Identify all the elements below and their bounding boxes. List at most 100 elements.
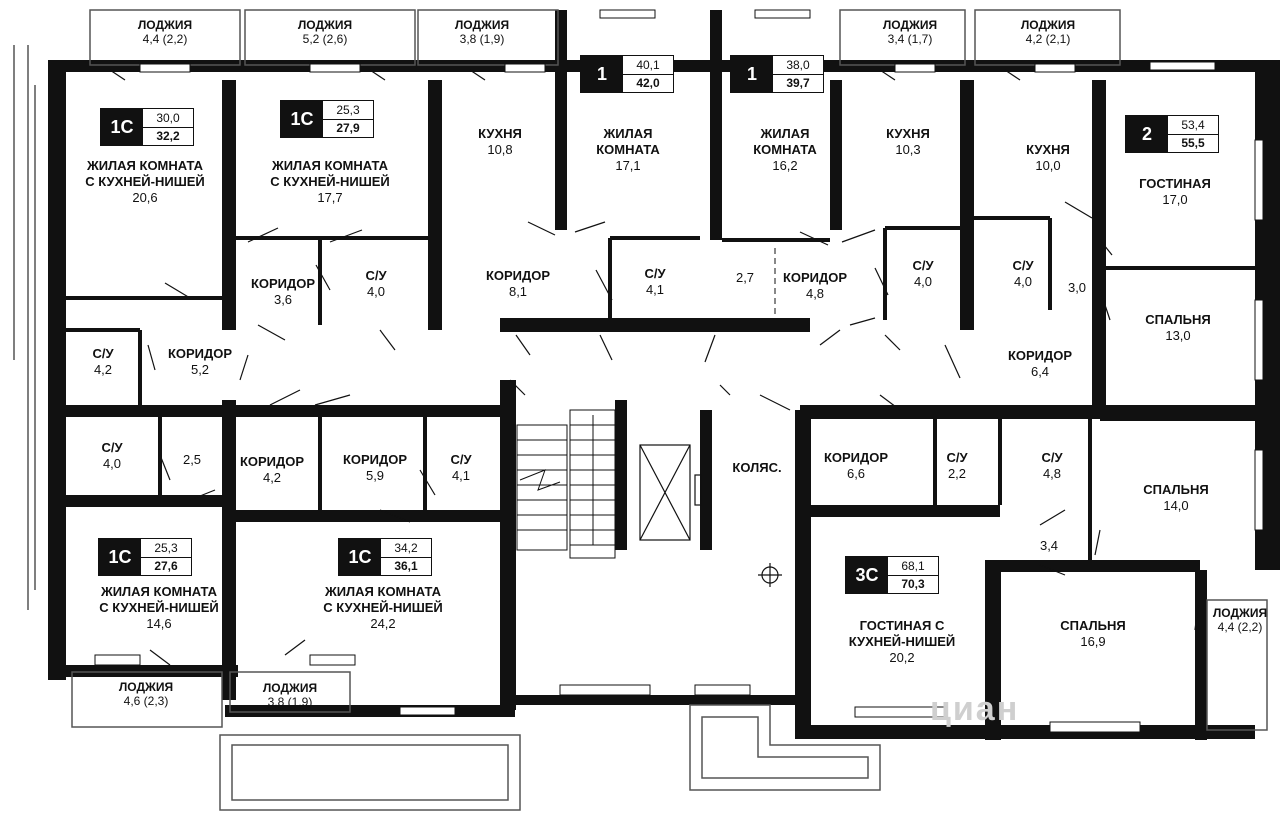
room-area: 17,0 — [1162, 192, 1188, 207]
room-name: ЛОДЖИЯ — [262, 681, 318, 695]
room-area: 20,6 — [132, 190, 158, 205]
apartment-total: 70,3 — [888, 574, 938, 594]
room-name: СПАЛЬНЯ — [1143, 482, 1209, 497]
room-name: КОРИДОР — [342, 452, 408, 467]
room-area: 10,3 — [895, 142, 921, 157]
room-label: 2,5 — [183, 452, 201, 468]
room-name: ЛОДЖИЯ — [1212, 606, 1268, 620]
room-name: С/У — [365, 268, 387, 283]
apartment-area: 38,0 — [786, 57, 810, 72]
apartment-total: 27,6 — [141, 556, 191, 576]
apartment-area: 30,0 — [156, 110, 180, 125]
room-area: 2,2 — [947, 466, 967, 481]
room-area: 17,7 — [317, 190, 343, 205]
apartment-code: 2 — [1126, 116, 1168, 152]
room-name: С/У — [92, 346, 114, 361]
windows — [94, 9, 1264, 733]
room-name: ГОСТИНАЯ С КУХНЕЙ-НИШЕЙ — [848, 618, 956, 649]
staircase — [516, 409, 616, 559]
room-name: ЛОДЖИЯ — [137, 18, 193, 32]
room-area: 4,1 — [451, 468, 471, 483]
room-name: С/У — [946, 450, 968, 465]
room-area: 16,2 — [772, 158, 798, 173]
room-area: 20,2 — [889, 650, 915, 665]
room-name: КУХНЯ — [478, 126, 522, 141]
room-name: КОЛЯС. — [732, 460, 782, 475]
room-name: ЛОДЖИЯ — [297, 18, 353, 32]
room-area: 2,7 — [735, 270, 755, 285]
room-area: 4,8 — [1042, 466, 1062, 481]
apartment-area: 53,4 — [1181, 117, 1205, 132]
apartment-code: 1С — [339, 539, 381, 575]
room-area: 5,2 (2,6) — [302, 32, 348, 46]
meter-icon — [758, 563, 782, 587]
room-label: КОЛЯС. — [732, 460, 781, 476]
room-name: С/У — [101, 440, 123, 455]
elevator — [639, 444, 702, 541]
room-area: 3,6 — [273, 292, 293, 307]
room-area: 4,2 — [93, 362, 113, 377]
room-area: 4,4 (2,2) — [142, 32, 188, 46]
apartment-code: 1С — [281, 101, 323, 137]
apartment-total: 32,2 — [143, 126, 193, 146]
loggia-outlines — [13, 9, 1268, 811]
room-name: ЛОДЖИЯ — [1020, 18, 1076, 32]
room-area: 13,0 — [1165, 328, 1191, 343]
room-name: КОРИДОР — [167, 346, 233, 361]
room-area: 3,8 (1,9) — [459, 32, 505, 46]
room-area: 14,6 — [146, 616, 172, 631]
room-area: 4,0 — [102, 456, 122, 471]
room-name: КОРИДОР — [1007, 348, 1073, 363]
room-name: С/У — [1012, 258, 1034, 273]
room-name: С/У — [644, 266, 666, 281]
room-area: 3,4 — [1039, 538, 1059, 553]
apartment-total: 39,7 — [773, 73, 823, 93]
room-area: 4,0 — [913, 274, 933, 289]
room-name: С/У — [1041, 450, 1063, 465]
doors — [109, 69, 1199, 666]
apartment-total: 27,9 — [323, 118, 373, 138]
room-label: 3,0 — [1068, 280, 1086, 296]
room-name: ЖИЛАЯ КОМНАТА С КУХНЕЙ-НИШЕЙ — [270, 158, 390, 189]
room-area: 6,4 — [1030, 364, 1050, 379]
room-name: ЛОДЖИЯ — [454, 18, 510, 32]
room-name: С/У — [912, 258, 934, 273]
walls — [48, 10, 1280, 740]
room-name: СПАЛЬНЯ — [1145, 312, 1211, 327]
room-label: 3,4 — [1040, 538, 1058, 554]
room-name: КОРИДОР — [782, 270, 848, 285]
room-name: ЖИЛАЯ КОМНАТА С КУХНЕЙ-НИШЕЙ — [85, 158, 205, 189]
room-area: 8,1 — [508, 284, 528, 299]
room-area: 2,5 — [182, 452, 202, 467]
room-area: 4,0 — [366, 284, 386, 299]
room-name: КОРИДОР — [823, 450, 889, 465]
room-name: ЖИЛАЯ КОМНАТА — [596, 126, 660, 157]
room-name: ЛОДЖИЯ — [118, 680, 174, 694]
room-name: КОРИДОР — [250, 276, 316, 291]
room-name: ЖИЛАЯ КОМНАТА — [753, 126, 817, 157]
room-area: 3,8 (1,9) — [267, 695, 313, 709]
room-area: 4,4 (2,2) — [1217, 620, 1263, 634]
room-name: ГОСТИНАЯ — [1139, 176, 1211, 191]
